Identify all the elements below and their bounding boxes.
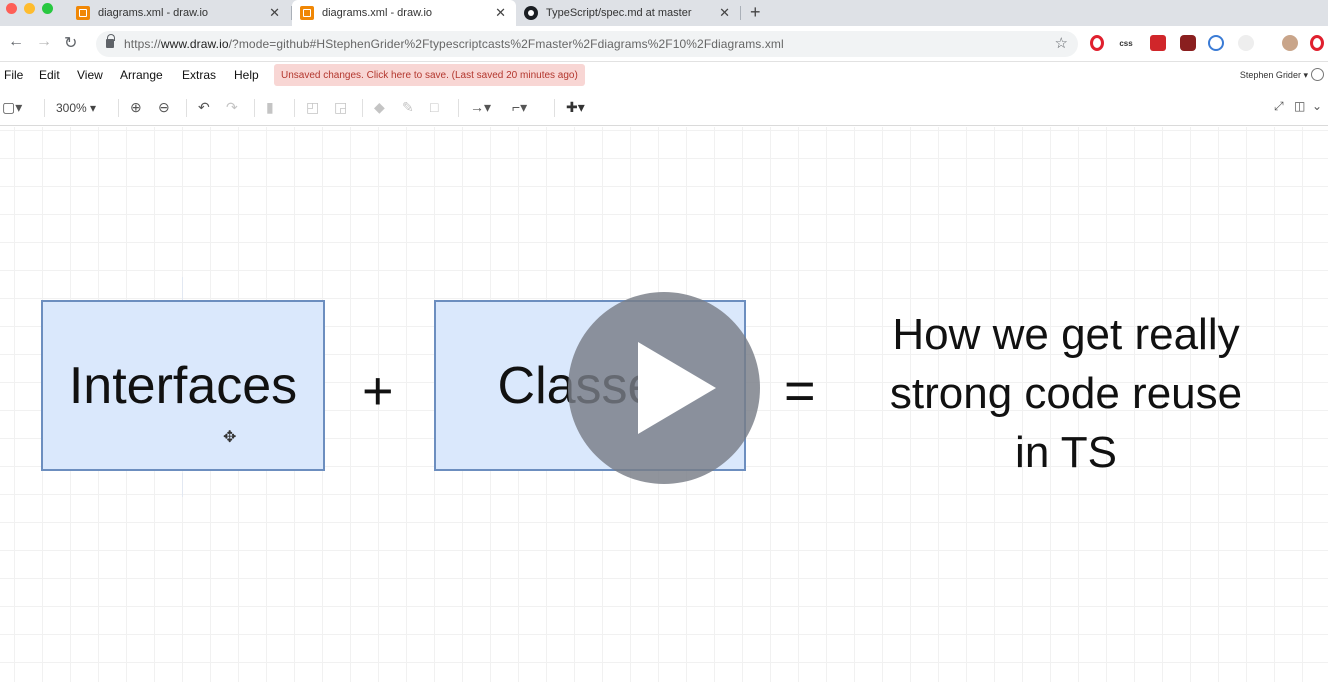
chevron-down-icon: ▾ <box>1303 70 1308 80</box>
menu-file[interactable]: File <box>4 68 24 82</box>
css-icon[interactable]: css <box>1118 35 1134 51</box>
url-host: www.draw.io <box>160 37 229 51</box>
insert-icon[interactable]: ✚▾ <box>566 99 585 115</box>
toolbar-divider <box>362 99 363 117</box>
lock-icon <box>106 34 115 48</box>
url-bar[interactable]: https://www.draw.io/?mode=github#HStephe… <box>96 31 1078 57</box>
tab-divider <box>291 6 292 20</box>
toolbar-divider <box>44 99 45 117</box>
toolbar-divider <box>294 99 295 117</box>
toolbar-divider <box>118 99 119 117</box>
close-tab-icon[interactable]: ✕ <box>719 5 730 20</box>
url-scheme: https:// <box>124 37 161 51</box>
opera-icon[interactable] <box>1090 35 1104 51</box>
avatar-icon[interactable] <box>1282 35 1298 51</box>
interfaces-label: Interfaces <box>68 356 298 415</box>
result-line: How we get really <box>892 310 1240 359</box>
globe-icon[interactable] <box>1311 68 1324 81</box>
fill-color-icon[interactable]: ◆ <box>374 99 385 115</box>
app-toolbar: ▢▾ 300% ▾ ⊕ ⊖ ↶ ↷ ▮ ◰ ◲ ◆ ✎ □ →▾ ⌐▾ ✚▾ ⤢… <box>0 90 1328 126</box>
maximize-window-button[interactable] <box>42 3 53 14</box>
onepassword-icon[interactable] <box>1208 35 1224 51</box>
menu-edit[interactable]: Edit <box>39 68 60 82</box>
video-play-button[interactable] <box>568 292 760 484</box>
url-path: /?mode=github#HStephenGrider%2Ftypescrip… <box>228 37 784 51</box>
browser-tab-strip: diagrams.xml - draw.io ✕ diagrams.xml - … <box>0 0 1328 26</box>
app-menubar: File Edit View Arrange Extras Help Unsav… <box>0 62 1328 90</box>
line-color-icon[interactable]: ✎ <box>402 99 414 115</box>
connection-icon[interactable]: →▾ <box>470 99 492 115</box>
undo-icon[interactable]: ↶ <box>198 99 210 115</box>
toolbar-divider <box>186 99 187 117</box>
tab-divider <box>740 6 741 20</box>
to-front-icon[interactable]: ◰ <box>306 99 320 115</box>
bookmark-star-icon[interactable]: ☆ <box>1054 35 1068 52</box>
to-back-icon[interactable]: ◲ <box>334 99 348 115</box>
user-name: Stephen Grider <box>1239 70 1301 80</box>
toolbar-divider <box>554 99 555 117</box>
equals-sign[interactable]: = <box>784 361 816 421</box>
tab-title: diagrams.xml - draw.io <box>98 7 209 19</box>
interfaces-box[interactable]: Interfaces <box>41 300 325 471</box>
plus-sign[interactable]: + <box>362 361 394 421</box>
close-window-button[interactable] <box>6 3 17 14</box>
tab-title: TypeScript/spec.md at master <box>546 7 692 19</box>
delete-icon[interactable]: ▮ <box>266 99 274 115</box>
browser-tab-3[interactable]: TypeScript/spec.md at master ✕ <box>516 0 740 26</box>
shadow-icon[interactable]: □ <box>430 99 439 115</box>
result-text[interactable]: How we get really strong code reuse in T… <box>850 305 1282 482</box>
forward-arrow-icon[interactable]: → <box>36 33 52 50</box>
browser-address-bar: ← → ↻ https://www.draw.io/?mode=github#H… <box>0 26 1328 62</box>
reload-icon[interactable]: ↻ <box>64 35 78 52</box>
menu-arrange[interactable]: Arrange <box>120 68 163 82</box>
menu-help[interactable]: Help <box>234 68 259 82</box>
redo-icon[interactable]: ↷ <box>226 99 238 115</box>
opera-icon[interactable] <box>1310 35 1324 51</box>
ghost-icon[interactable] <box>1238 35 1254 51</box>
toolbar-divider <box>458 99 459 117</box>
close-tab-icon[interactable]: ✕ <box>495 5 506 20</box>
red-extension-icon[interactable] <box>1150 35 1166 51</box>
browser-tab-1[interactable]: diagrams.xml - draw.io ✕ <box>68 0 290 26</box>
github-icon <box>524 6 538 20</box>
drawio-icon <box>76 6 90 20</box>
back-arrow-icon[interactable]: ← <box>8 33 24 50</box>
result-line: strong code reuse <box>889 369 1243 418</box>
minimize-window-button[interactable] <box>24 3 35 14</box>
zoom-value: 300% <box>56 101 87 115</box>
url-text[interactable]: https://www.draw.io/?mode=github#HStephe… <box>124 37 784 51</box>
close-tab-icon[interactable]: ✕ <box>269 5 280 20</box>
browser-tab-2[interactable]: diagrams.xml - draw.io ✕ <box>292 0 516 26</box>
menu-extras[interactable]: Extras <box>182 68 217 82</box>
guide-line <box>182 277 183 301</box>
unsaved-changes-notice[interactable]: Unsaved changes. Click here to save. (La… <box>274 64 585 86</box>
zoom-select[interactable]: 300% ▾ <box>56 101 97 115</box>
move-cursor-icon: ✥ <box>223 429 237 446</box>
format-toggle-icon[interactable]: ◫ <box>1294 99 1306 113</box>
toolbar-divider <box>254 99 255 117</box>
user-menu[interactable]: Stephen Grider ▾ <box>1240 70 1308 81</box>
collapse-icon[interactable]: ⌄ <box>1312 99 1323 113</box>
format-panel-icon[interactable]: ▢▾ <box>2 99 23 115</box>
drawio-icon <box>300 6 314 20</box>
waypoints-icon[interactable]: ⌐▾ <box>512 99 528 115</box>
new-tab-button[interactable]: + <box>750 2 761 22</box>
guide-line <box>182 473 183 497</box>
menu-view[interactable]: View <box>77 68 103 82</box>
fullscreen-icon[interactable]: ⤢ <box>1274 99 1284 113</box>
tab-title: diagrams.xml - draw.io <box>322 7 433 19</box>
result-line: in TS <box>1015 428 1117 477</box>
zoom-in-icon[interactable]: ⊕ <box>130 99 142 115</box>
zoom-out-icon[interactable]: ⊖ <box>158 99 170 115</box>
puzzle-icon[interactable] <box>1180 35 1196 51</box>
